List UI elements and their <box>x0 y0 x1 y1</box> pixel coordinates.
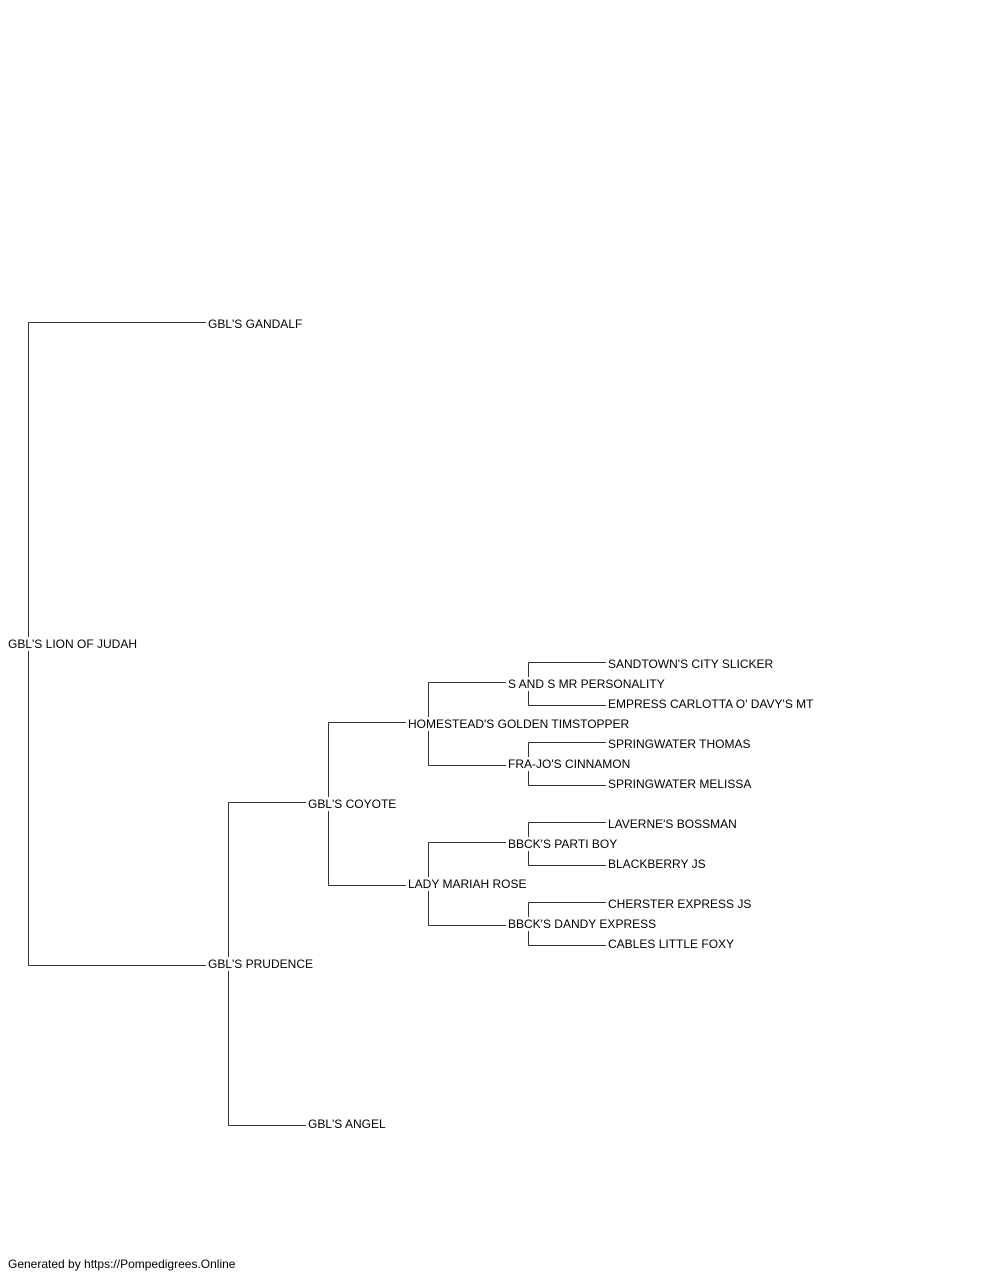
g5-name: SPRINGWATER THOMAS <box>606 737 751 751</box>
g5-name: BLACKBERRY JS <box>606 857 706 871</box>
g5-name: LAVERNE'S BOSSMAN <box>606 817 737 831</box>
g4-name: BBCK'S PARTI BOY <box>506 837 618 851</box>
dam-sire-dam-name: LADY MARIAH ROSE <box>406 877 527 891</box>
g5-name: SPRINGWATER MELISSA <box>606 777 752 791</box>
dam-dam-name: GBL'S ANGEL <box>306 1117 386 1131</box>
dam-name: GBL'S PRUDENCE <box>206 957 313 971</box>
dam-sire-sire-name: HOMESTEAD'S GOLDEN TIMSTOPPER <box>406 717 630 731</box>
g5-name: CABLES LITTLE FOXY <box>606 937 735 951</box>
sire-name: GBL'S GANDALF <box>206 317 303 331</box>
g4-name: BBCK'S DANDY EXPRESS <box>506 917 657 931</box>
g5-name: EMPRESS CARLOTTA O' DAVY'S MT <box>606 697 814 711</box>
g5-name: SANDTOWN'S CITY SLICKER <box>606 657 774 671</box>
footer-credit: Generated by https://Pompedigrees.Online <box>8 1257 236 1271</box>
subject-name: GBL'S LION OF JUDAH <box>8 637 137 651</box>
dam-sire-name: GBL'S COYOTE <box>306 797 397 811</box>
g4-name: S AND S MR PERSONALITY <box>506 677 665 691</box>
g5-name: CHERSTER EXPRESS JS <box>606 897 752 911</box>
g4-name: FRA-JO'S CINNAMON <box>506 757 631 771</box>
